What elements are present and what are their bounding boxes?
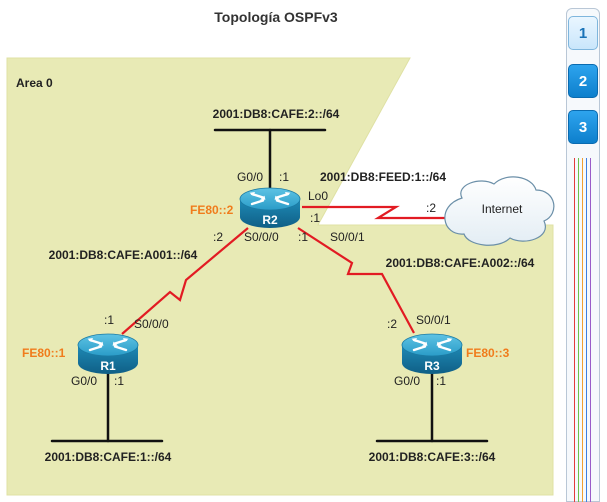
area-0-label: Area 0 bbox=[16, 76, 53, 90]
r1-link-local: FE80::1 bbox=[22, 346, 66, 360]
router-r3[interactable]: R3 bbox=[401, 332, 463, 376]
r2-lo0-label: Lo0 bbox=[308, 189, 328, 203]
r2-g00-host: :1 bbox=[279, 170, 289, 184]
network-lan-r1: 2001:DB8:CAFE:1::/64 bbox=[45, 450, 172, 464]
internet-host: :2 bbox=[426, 201, 436, 215]
nav-button-1[interactable]: 1 bbox=[568, 16, 598, 50]
r1-g00-label: G0/0 bbox=[71, 374, 97, 388]
network-lan-r3: 2001:DB8:CAFE:3::/64 bbox=[369, 450, 496, 464]
r3-s001-label: S0/0/1 bbox=[416, 313, 451, 327]
network-loopback: 2001:DB8:FEED:1::/64 bbox=[320, 170, 446, 184]
r2-lo0-host: :1 bbox=[310, 211, 320, 225]
area-0-region bbox=[6, 57, 554, 496]
nav-stripe-green bbox=[578, 158, 579, 502]
r2-g00-label: G0/0 bbox=[237, 170, 263, 184]
r1-g00-host: :1 bbox=[114, 374, 124, 388]
r2-s001-host: :1 bbox=[298, 230, 308, 244]
r1-s000-label: S0/0/0 bbox=[134, 317, 169, 331]
router-r2-name: R2 bbox=[262, 213, 278, 227]
topology-page-nav: 1 2 3 bbox=[566, 8, 602, 502]
network-lan-r2: 2001:DB8:CAFE:2::/64 bbox=[213, 107, 340, 121]
r2-s000-host: :2 bbox=[213, 230, 223, 244]
router-r3-name: R3 bbox=[424, 359, 440, 373]
diagram-title: Topología OSPFv3 bbox=[214, 9, 338, 25]
lan-segment-r3 bbox=[375, 368, 489, 443]
r2-s001-label: S0/0/1 bbox=[330, 230, 365, 244]
r3-g00-host: :1 bbox=[436, 374, 446, 388]
nav-stripe-purple bbox=[590, 158, 591, 502]
router-r2[interactable]: R2 bbox=[239, 186, 301, 230]
network-wan-r2-r3: 2001:DB8:CAFE:A002::/64 bbox=[386, 256, 535, 270]
r3-g00-label: G0/0 bbox=[394, 374, 420, 388]
serial-link-r1-r2 bbox=[121, 227, 249, 335]
nav-button-3[interactable]: 3 bbox=[568, 110, 598, 144]
router-r1-name: R1 bbox=[100, 359, 116, 373]
lan-segment-r1 bbox=[50, 368, 164, 443]
serial-link-r2-r3 bbox=[297, 227, 415, 334]
nav-stripe-orange bbox=[582, 158, 583, 502]
nav-stripe-red bbox=[574, 158, 575, 502]
r2-link-local: FE80::2 bbox=[190, 203, 234, 217]
network-wan-r1-r2: 2001:DB8:CAFE:A001::/64 bbox=[49, 248, 198, 262]
r3-s001-host: :2 bbox=[387, 317, 397, 331]
r1-s000-host: :1 bbox=[104, 313, 114, 327]
lan-segment-r2 bbox=[213, 128, 327, 190]
nav-stripe-blue bbox=[586, 158, 587, 502]
router-r1[interactable]: R1 bbox=[77, 332, 139, 376]
r2-s000-label: S0/0/0 bbox=[244, 230, 279, 244]
ospfv3-topology-diagram: Area 0 Topología OSPFv3 Internet R2 R1 R… bbox=[6, 9, 555, 496]
internet-label: Internet bbox=[482, 202, 523, 216]
internet-cloud: Internet bbox=[444, 176, 555, 246]
serial-link-r2-internet bbox=[302, 205, 446, 220]
nav-button-2[interactable]: 2 bbox=[568, 64, 598, 98]
r3-link-local: FE80::3 bbox=[466, 346, 510, 360]
